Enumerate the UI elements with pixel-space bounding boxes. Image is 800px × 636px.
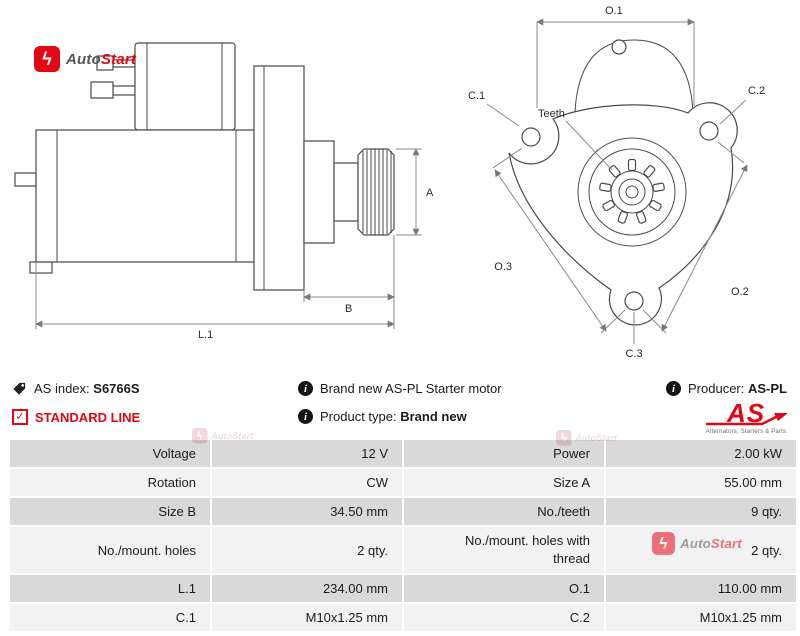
autostart-watermark-text: AutoStart [680,535,742,551]
starter-front-view-drawing: O.1 C.1 C.2 Teeth O.3 O.2 C.3 [468,5,765,360]
as-index-value: S6766S [93,381,140,396]
spec-label: No./mount. holes [10,527,210,573]
spec-value: CW [212,469,402,496]
info-icon: i [298,381,313,396]
description-row: i Brand new AS-PL Starter motor [298,381,502,396]
autostart-logo-text: AutoStart [66,50,137,68]
spec-label: Size B [10,498,210,525]
mount-hole-c3 [624,291,644,311]
dim-label-a: A [426,187,434,199]
spec-label: C.1 [10,604,210,631]
tag-icon [13,382,26,395]
dim-label-o3: O.3 [494,261,512,273]
solenoid-outline [134,42,236,131]
dim-label-c1: C.1 [468,90,485,102]
info-icon: i [298,409,313,424]
dim-label-l1: L.1 [198,329,213,341]
product-type-value: Brand new [400,409,467,424]
spline-lines [362,149,392,235]
autostart-watermark: ϟ AutoStart [556,430,617,446]
spec-value: 55.00 mm [606,469,796,496]
starter-side-view-drawing: A B L.1 [14,42,434,341]
spec-value: 12 V [212,440,402,467]
producer-text: Producer: AS-PL [688,381,787,396]
spec-label: No./mount. holes with thread [404,527,604,573]
spec-value: 234.00 mm [212,575,402,602]
spec-value: 2 qty. [212,527,402,573]
lightning-bolt-icon: ϟ [192,428,208,444]
dim-label-o1: O.1 [605,5,623,17]
standard-line-text: STANDARD LINE [35,409,141,425]
spec-label: Power [404,440,604,467]
as-index-row: AS index: S6766S [12,381,140,396]
product-type-row: i Product type: Brand new [298,409,467,424]
mount-hole-c2 [699,121,719,141]
spec-value: 2 qty. [606,527,796,573]
flange-outline [253,65,305,291]
lightning-bolt-icon: ϟ [556,430,572,446]
as-index-text: AS index: S6766S [34,381,140,396]
producer-value: AS-PL [748,381,787,396]
spec-value: 2.00 kW [606,440,796,467]
checkbox-check-icon: ✓ [12,409,28,425]
technical-drawings: A B L.1 [14,5,765,360]
autostart-watermark: ϟ AutoStart [192,428,253,444]
lightning-bolt-icon: ϟ [34,46,60,72]
dim-label-c3: C.3 [625,348,642,360]
description-text: Brand new AS-PL Starter motor [320,381,502,396]
terminal-stud-icon [96,55,114,71]
aspl-swoosh-icon [706,413,788,426]
terminal-stud-icon [90,81,114,99]
spec-label: Size A [404,469,604,496]
spec-label: L.1 [10,575,210,602]
autostart-watermark-text: AutoStart [575,432,618,443]
spec-label: C.2 [404,604,604,631]
lightning-bolt-icon: ϟ [652,532,675,555]
teeth-label: Teeth [538,108,565,120]
dim-label-b: B [345,303,352,315]
spec-table: Voltage 12 V Power 2.00 kW Rotation CW S… [10,440,796,631]
spec-value: 9 qty. [606,498,796,525]
standard-line-row: ✓ STANDARD LINE [12,409,140,425]
spec-label: O.1 [404,575,604,602]
dim-label-o2: O.2 [731,286,749,298]
spec-value: 110.00 mm [606,575,796,602]
spec-value: M10x1.25 mm [606,604,796,631]
spec-value: 34.50 mm [212,498,402,525]
autostart-logo: ϟ AutoStart [34,46,136,72]
producer-row: i Producer: AS-PL [666,381,787,396]
spec-label: Rotation [10,469,210,496]
dim-label-c2: C.2 [748,85,765,97]
spec-value: M10x1.25 mm [212,604,402,631]
motor-body-outline [35,129,255,263]
mount-hole-c1 [521,127,541,147]
autostart-watermark-text: AutoStart [211,430,254,441]
aspl-logo: AS Alternators, Starters & Parts [704,398,788,435]
aspl-logo-subtext: Alternators, Starters & Parts [705,429,787,435]
autostart-watermark-logo: ϟ AutoStart [652,532,742,555]
spec-label: Voltage [10,440,210,467]
info-icon: i [666,381,681,396]
product-type-text: Product type: Brand new [320,409,467,424]
spec-label: No./teeth [404,498,604,525]
